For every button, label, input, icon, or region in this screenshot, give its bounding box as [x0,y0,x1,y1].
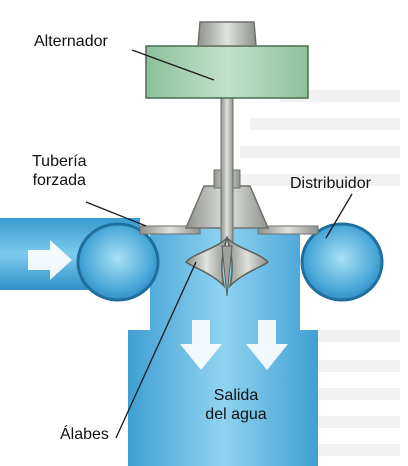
arrow-right-icon [28,240,72,280]
label-penstock-line2: forzada [32,172,86,189]
label-outlet-line1: Salida [213,387,259,404]
arrow-down-icon [180,320,222,370]
volute-right [300,222,384,302]
background-texture [230,90,400,456]
label-outlet-line2: del agua [205,406,267,423]
label-penstock-line1: Tubería [32,153,87,170]
label-distributor: Distribuidor [290,175,371,192]
label-alternator: Alternador [34,33,108,50]
leader-lines [85,49,353,439]
runner-blades [184,235,270,297]
outlet-draft-tube [128,228,318,466]
turbine-shaft [220,97,234,249]
label-outlet: Salida del agua [196,386,276,424]
cover-plate-right [257,225,319,235]
arrow-down-icon [246,320,288,370]
alternator-body [145,45,309,99]
alternator-cap [197,21,257,47]
label-blades: Álabes [60,426,109,443]
cover-plate-left [139,225,201,235]
label-penstock: Tubería forzada [32,152,87,190]
volute-left [76,222,160,302]
